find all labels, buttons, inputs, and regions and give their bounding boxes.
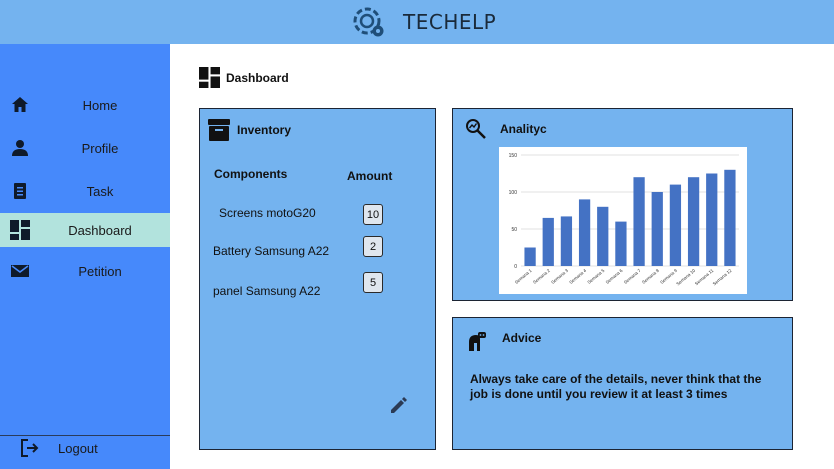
x-tick-label: Semana 4 xyxy=(568,268,587,285)
brand: TECHELP xyxy=(351,5,496,39)
x-tick-label: Semana 7 xyxy=(623,268,642,285)
chart-bar xyxy=(524,247,536,266)
analytic-header: Analityc xyxy=(465,118,547,140)
sidebar-item-label: Petition xyxy=(78,263,122,279)
page-title-text: Dashboard xyxy=(226,70,289,85)
dashboard-icon xyxy=(199,67,220,88)
chart-bar xyxy=(669,184,682,266)
home-icon xyxy=(12,97,28,112)
chart-bar xyxy=(706,173,718,266)
gear-logo-icon xyxy=(353,7,384,37)
app-title: TECHELP xyxy=(403,10,497,34)
inventory-amount: 2 xyxy=(369,240,377,253)
x-tick-label: Semana 5 xyxy=(586,268,605,285)
y-tick-label: 100 xyxy=(509,190,518,196)
sidebar-item-label: Profile xyxy=(81,140,119,156)
sidebar: Home Profile Task Dashboard Petition Log… xyxy=(0,44,170,469)
person-icon xyxy=(12,140,28,156)
dashboard-icon xyxy=(10,220,30,240)
sidebar-item-dashboard[interactable]: Dashboard xyxy=(0,213,170,247)
advice-card xyxy=(452,317,793,450)
analytic-title: Analityc xyxy=(500,122,547,136)
inventory-card xyxy=(199,108,436,450)
advice-header: Advice xyxy=(466,330,541,352)
edit-pencil-icon[interactable] xyxy=(388,394,410,416)
chart-bar xyxy=(560,216,573,266)
sidebar-item-home[interactable]: Home xyxy=(0,88,170,122)
col-components: Components xyxy=(214,167,288,181)
inventory-item-name: Battery Samsung A22 xyxy=(213,244,330,258)
chart-bar xyxy=(651,192,663,266)
x-tick-label: Semana 2 xyxy=(532,268,551,285)
advice-text: Always take care of the details, never t… xyxy=(470,372,762,401)
sidebar-item-label: Task xyxy=(86,183,114,199)
sidebar-item-task[interactable]: Task xyxy=(0,174,170,208)
sidebar-item-petition[interactable]: Petition xyxy=(0,254,170,288)
mail-icon xyxy=(11,265,29,277)
inventory-amount: 10 xyxy=(366,208,380,221)
x-tick-label: Semana 3 xyxy=(550,268,569,285)
x-tick-label: Semana 6 xyxy=(605,268,624,285)
analytics-search-icon xyxy=(466,119,486,139)
inventory-item-name: panel Samsung A22 xyxy=(213,284,321,298)
x-tick-label: Semana 10 xyxy=(675,268,696,287)
logout-button[interactable]: Logout xyxy=(0,431,170,465)
advice-title: Advice xyxy=(502,331,542,345)
x-tick-label: Semana 1 xyxy=(514,268,533,285)
archive-icon xyxy=(208,119,230,141)
y-tick-label: 0 xyxy=(514,264,517,270)
inventory-amount-box[interactable]: 10 xyxy=(363,204,383,225)
chart-bar xyxy=(542,217,554,266)
x-tick-label: Semana 8 xyxy=(641,268,660,285)
sidebar-item-profile[interactable]: Profile xyxy=(0,131,170,165)
inventory-title: Inventory xyxy=(237,123,292,137)
logout-label: Logout xyxy=(58,440,98,456)
logout-icon xyxy=(21,439,39,457)
chart-bar xyxy=(724,169,736,266)
inventory-amount-box[interactable]: 5 xyxy=(363,272,383,293)
chart-bar xyxy=(615,221,627,266)
chart-bar xyxy=(597,206,609,266)
chart-bar xyxy=(633,177,645,266)
inventory-amount: 5 xyxy=(369,276,377,289)
top-bar: TECHELP xyxy=(0,0,834,44)
chart-bar xyxy=(578,199,591,266)
col-amount: Amount xyxy=(347,169,393,183)
inventory-item-name: Screens motoG20 xyxy=(219,206,316,220)
y-tick-label: 50 xyxy=(511,227,517,233)
page-title: Dashboard xyxy=(199,67,289,88)
inventory-amount-box[interactable]: 2 xyxy=(363,236,383,257)
x-tick-label: Semana 12 xyxy=(712,268,733,287)
sidebar-item-label: Dashboard xyxy=(68,222,132,238)
sidebar-item-label: Home xyxy=(82,97,118,113)
task-icon xyxy=(14,183,26,199)
sidebar-divider xyxy=(0,435,170,436)
y-tick-label: 150 xyxy=(509,153,518,159)
inventory-header: Inventory xyxy=(207,118,291,142)
chart-bar xyxy=(687,177,700,266)
advisor-icon xyxy=(469,332,486,351)
